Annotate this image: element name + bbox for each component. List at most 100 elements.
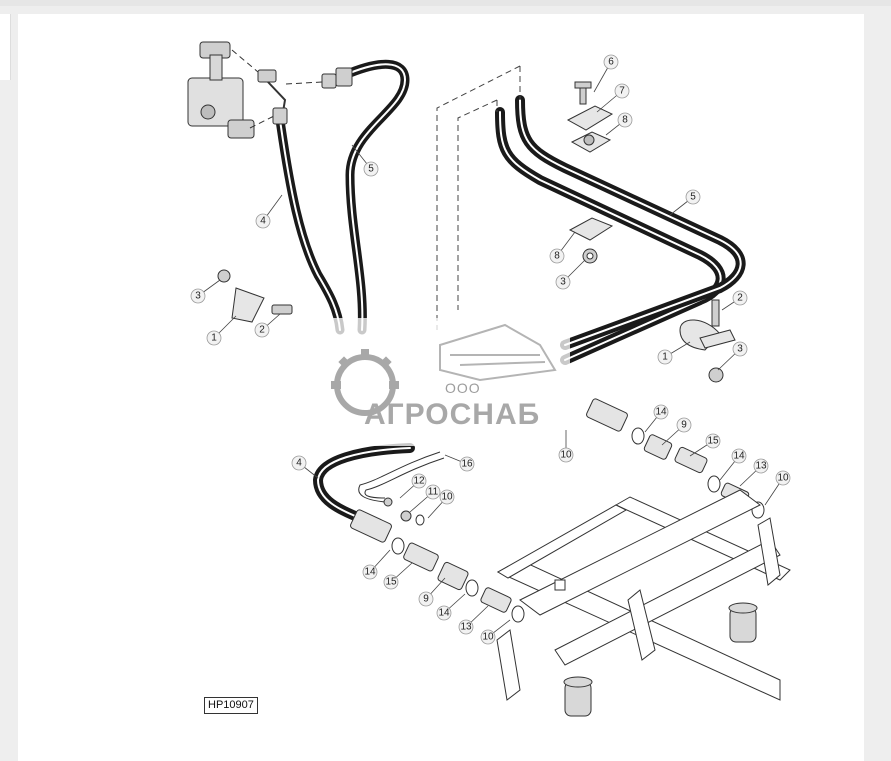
callout-10: 10 [480,619,511,645]
callout-9: 9 [661,417,692,446]
callout-12: 12 [399,473,427,499]
callout-bubble [458,619,474,635]
hose-4-lower [312,443,415,523]
callout-bubble [558,447,574,463]
hose-right-pair [495,95,746,365]
callout-number: 14 [655,407,667,418]
callout-number: 1 [211,333,217,344]
callout-15: 15 [689,433,721,457]
callout-10: 10 [764,470,791,506]
callout-bubble [732,290,748,306]
leader-lines-valve [231,49,323,129]
callout-14: 14 [362,549,391,580]
callout-bubble [705,433,721,449]
callout-number: 14 [438,608,450,619]
frame-structure [496,489,791,717]
callout-number: 16 [461,459,473,470]
callout-number: 13 [460,622,472,633]
watermark-brand: АГРОСНАБ [364,398,540,431]
left-clamp [217,269,293,323]
callout-bubble [411,473,427,489]
callout-6: 6 [593,54,619,93]
tube-16 [358,451,445,503]
callout-number: 5 [690,192,696,203]
dashed-guides [436,65,521,330]
callout-2: 2 [254,313,281,338]
callout-number: 9 [681,420,687,431]
callout-number: 10 [441,492,453,503]
clamp-parts [566,81,614,264]
callout-number: 10 [560,450,572,461]
callout-7: 7 [596,83,630,113]
callout-number: 8 [622,115,628,126]
callout-15: 15 [383,562,413,590]
callout-9: 9 [418,577,446,607]
callout-bubble [459,456,475,472]
callout-number: 10 [777,473,789,484]
callout-number: 5 [368,164,374,175]
callout-bubble [363,161,379,177]
right-clamp [679,299,736,383]
callout-bubble [685,189,701,205]
hose-left-group [275,59,410,335]
callout-bubble [480,629,496,645]
callout-number: 15 [707,436,719,447]
callout-bubble [732,341,748,357]
reference-code-label: HP10907 [204,697,258,714]
callout-number: 4 [260,216,266,227]
callout-8: 8 [605,112,633,136]
callout-bubble [603,54,619,70]
callout-bubble [676,417,692,433]
callout-bubble [418,591,434,607]
callout-11: 11 [409,484,441,513]
callout-number: 9 [423,594,429,605]
callout-bubble [555,274,571,290]
callout-number: 11 [428,487,439,498]
callout-number: 3 [560,277,566,288]
watermark-company-prefix: ООО [445,380,481,396]
callout-number: 4 [296,458,302,469]
callout-10: 10 [558,430,574,463]
callout-bubble [425,484,441,500]
callout-number: 14 [364,567,376,578]
callout-13: 13 [458,605,489,635]
callout-13: 13 [739,458,769,487]
callout-number: 7 [619,86,625,97]
callout-8: 8 [549,231,576,264]
fittings-row-right [586,398,765,519]
hose-4-upper-inner [279,119,341,331]
hose-5-upper-inner [344,63,407,331]
callout-number: 13 [755,461,767,472]
left-panel-edge [0,14,11,80]
callout-14: 14 [644,404,669,433]
callout-14: 14 [719,448,747,481]
callout-14: 14 [436,593,466,621]
watermark-logo: ООО АГРОСНАБ [320,318,570,446]
callout-number: 2 [737,293,743,304]
callout-number: 6 [608,57,614,68]
callout-1: 1 [657,341,691,365]
callout-number: 12 [413,476,425,487]
callout-bubble [383,574,399,590]
callout-bubble [291,455,307,471]
callout-bubble [614,83,630,99]
callout-bubble [255,213,271,229]
callout-1: 1 [206,315,237,346]
callout-3: 3 [190,279,221,304]
callout-3: 3 [555,259,586,290]
callout-bubble [549,248,565,264]
callout-16: 16 [444,454,475,472]
callout-bubble [731,448,747,464]
callout-bubble [439,489,455,505]
callout-bubble [362,564,378,580]
callout-3: 3 [717,341,748,371]
callout-bubble [775,470,791,486]
tractor-icon [439,323,557,382]
hose-5-upper [340,59,410,335]
mount-foot-right [728,602,758,643]
callout-number: 14 [733,451,745,462]
callout-2: 2 [721,290,748,311]
callout-5: 5 [351,144,379,177]
